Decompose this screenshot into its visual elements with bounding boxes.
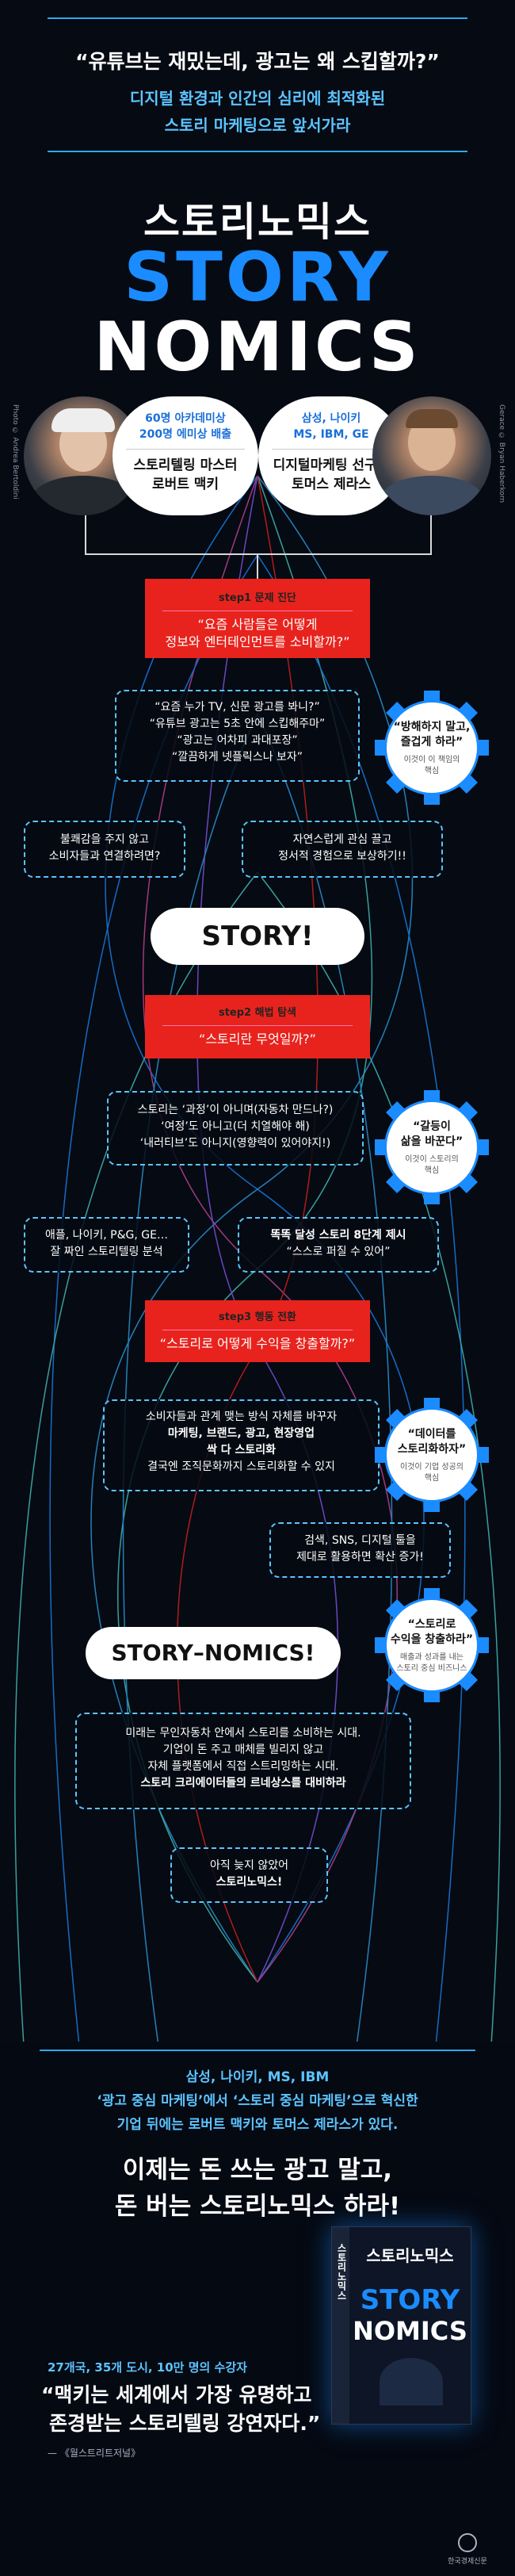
step1-box: step1 문제 진단 “요즘 사람들은 어떻게 정보와 엔터테인먼트를 소비할… — [145, 579, 370, 658]
step3-label: step3 행동 전환 — [218, 1311, 296, 1323]
quote-line-2: 존경받는 스토리텔링 강연자다.” — [49, 2412, 321, 2435]
box-what-story-is-not: 스토리는 ‘과정’이 아니며(자동차 만드나?) ‘여정’도 아니고(더 치열해… — [107, 1091, 364, 1166]
book-title-story: STORY — [124, 238, 391, 317]
gear-2: “갈등이 삶을 바꾼다” 이것이 스토리의 핵심 — [372, 1088, 491, 1207]
header-sub-1: 디지털 환경과 인간의 심리에 최적화된 — [129, 89, 386, 108]
consumer-quote-2: “유튜브 광고는 5초 안에 스킵해주마” — [149, 718, 326, 730]
box-storify-everything: 소비자들과 관계 맺는 방식 자체를 바꾸자 마케팅, 브랜드, 광고, 현장영… — [103, 1399, 380, 1491]
bottom-line-2: ‘광고 중심 마케팅’에서 ‘스토리 중심 마케팅’으로 혁신한 — [97, 2093, 418, 2109]
photo-credit-right: Gerace © Bryan Haberkorn — [498, 404, 505, 503]
bottom-line-1: 삼성, 나이키, MS, IBM — [185, 2069, 330, 2085]
gear-2-label: “갈등이 삶을 바꾼다” 이것이 스토리의 핵심 — [387, 1102, 477, 1192]
connector-horizontal — [85, 553, 432, 555]
header-sub-2: 스토리 마케팅으로 앞서가라 — [164, 116, 351, 135]
box-brand-analysis: 애플, 나이키, P&G, GE… 잘 짜인 스토리텔링 분석 — [24, 1217, 189, 1273]
book-title-korean: 스토리노믹스 — [143, 199, 372, 245]
gear-3: “데이터를 스토리화하자” 이것이 기업 성공의 핵심 — [372, 1395, 491, 1514]
book-title-nomics: NOMICS — [93, 308, 422, 387]
gear-3-label: “데이터를 스토리화하자” 이것이 기업 성공의 핵심 — [387, 1410, 477, 1500]
gear-4-label: “스토리로 수익을 창출하라” 매출과 성과를 내는 스토리 중심 비즈니스 — [387, 1600, 477, 1690]
gerace-stat-1: 삼성, 나이키 — [301, 412, 361, 425]
book-cover-title: 스토리노믹스 — [366, 2246, 454, 2265]
consumer-quote-3: “광고는 어차피 과대포장” — [177, 734, 298, 747]
photo-credit-left: Photo © Andrea Bertoldini — [11, 404, 19, 500]
consumer-quote-4: “깔끔하게 넷플릭스나 보자” — [171, 751, 303, 764]
connector-center — [257, 555, 258, 579]
book-spine: 스토리노믹스 — [332, 2227, 349, 2424]
bottom-headline-1: 이제는 돈 쓰는 광고 말고, — [122, 2156, 393, 2184]
box-connect-consumers: 불쾌감을 주지 않고 소비자들과 연결하려면? — [24, 821, 185, 878]
box-emotional-reward: 자연스럽게 관심 끌고 정서적 경험으로 보상하기!! — [242, 821, 443, 878]
connector-right — [430, 515, 432, 555]
mckee-stat-2: 200명 에미상 배출 — [139, 428, 232, 441]
publisher-logo: 한국경제신문 — [444, 2533, 491, 2566]
gerace-name: 토머스 제라스 — [292, 477, 371, 492]
book-cover-figure — [380, 2358, 443, 2406]
step3-box: step3 행동 전환 “스토리로 어떻게 수익을 창출할까?” — [145, 1300, 370, 1362]
mckee-stat-1: 60명 아카데미상 — [145, 412, 226, 425]
book-cover: 스토리노믹스 스토리노믹스 STORY NOMICS — [331, 2226, 471, 2425]
quote-line-1: “맥키는 세계에서 가장 유명하고 — [41, 2383, 312, 2406]
book-cover-nomics: NOMICS — [353, 2316, 467, 2346]
box-digital-tools: 검색, SNS, 디지털 툴을 제대로 활용하면 확산 증가! — [269, 1522, 451, 1578]
step1-label: step1 문제 진단 — [218, 592, 296, 604]
bottom-top-rule — [40, 2050, 475, 2051]
gerace-role: 디지털마케팅 선구자 — [273, 457, 390, 473]
gear-1-label: “방해하지 말고, 즐겁게 하라” 이것이 이 책임의 핵심 — [387, 702, 477, 793]
box-consumer-quotes: “요즘 누가 TV, 신문 광고를 봐니?” “유튜브 광고는 5초 안에 스킵… — [115, 690, 360, 782]
storynomics-pill: STORY–NOMICS! — [86, 1627, 341, 1679]
author-card-mckee: 60명 아카데미상 200명 에미상 배출 스토리텔링 마스터 로버트 맥키 — [113, 396, 258, 515]
box-eight-steps: 똑똑 달성 스토리 8단계 제시 “스스로 퍼질 수 있어” — [238, 1217, 439, 1273]
consumer-quote-1: “요즘 누가 TV, 신문 광고를 봐니?” — [154, 701, 320, 714]
step3-question: “스토리로 어떻게 수익을 창출할까?” — [159, 1336, 356, 1351]
step2-box: step2 해법 탐색 “스토리란 무엇일까?” — [145, 995, 370, 1058]
header-top-rule — [48, 17, 467, 19]
publisher-logo-icon — [458, 2533, 477, 2552]
gear-1: “방해하지 말고, 즐겁게 하라” 이것이 이 책임의 핵심 — [372, 688, 491, 807]
story-pill: STORY! — [151, 908, 364, 965]
box-not-too-late: 아직 늦지 않았어 스토리노믹스! — [170, 1847, 328, 1903]
author-photo-gerace — [372, 396, 491, 515]
step2-label: step2 해법 탐색 — [218, 1007, 296, 1019]
header-bottom-rule — [48, 151, 467, 152]
step2-question: “스토리란 무엇일까?” — [199, 1032, 316, 1047]
mckee-role: 스토리텔링 마스터 — [133, 457, 238, 473]
quote-caption: 27개국, 35개 도시, 10만 명의 수강자 — [48, 2360, 247, 2375]
step1-question-2: 정보와 엔터테인먼트를 소비할까?” — [165, 634, 350, 649]
bottom-line-3: 기업 뒤에는 로버트 맥키와 토머스 제라스가 있다. — [116, 2117, 399, 2133]
gerace-stat-2: MS, IBM, GE — [293, 428, 369, 441]
bottom-section: 삼성, 나이키, MS, IBM ‘광고 중심 마케팅’에서 ‘스토리 중심 마… — [0, 2042, 515, 2576]
gear-4: “스토리로 수익을 창출하라” 매출과 성과를 내는 스토리 중심 비즈니스 — [372, 1586, 491, 1705]
step1-question-1: “요즘 사람들은 어떻게 — [197, 617, 318, 632]
bottom-headline-2: 돈 버는 스토리노믹스 하라! — [114, 2192, 401, 2221]
header-quote: “유튜브는 재밌는데, 광고는 왜 스킵할까?” — [75, 50, 440, 73]
quote-source: — 《월스트리트저널》 — [48, 2448, 141, 2459]
book-cover-story: STORY — [360, 2284, 460, 2316]
connector-left — [85, 515, 86, 555]
box-future-renaissance: 미래는 무인자동차 안에서 스토리를 소비하는 시대. 기업이 돈 주고 매체를… — [75, 1713, 411, 1809]
mckee-name: 로버트 맥키 — [151, 477, 219, 492]
